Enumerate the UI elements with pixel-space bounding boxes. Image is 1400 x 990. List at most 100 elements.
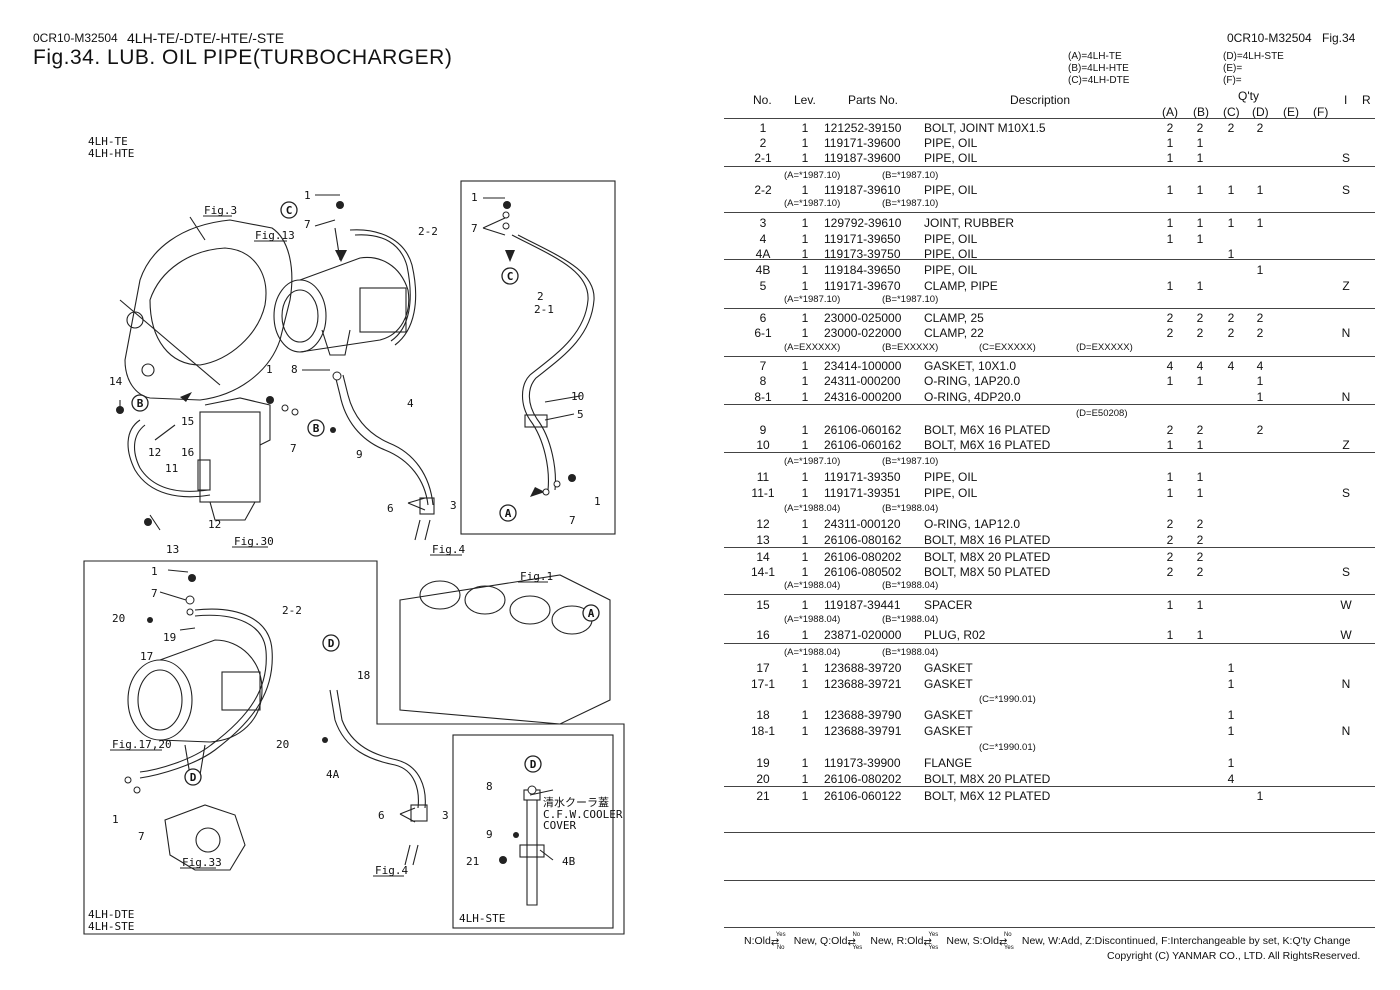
part-number-index: 14 xyxy=(756,550,770,564)
qty-c: 1 xyxy=(1227,677,1235,691)
callout-2: 2 xyxy=(537,290,544,303)
part-code: 119187-39600 xyxy=(824,151,901,165)
model-label: 4LH-STE xyxy=(459,912,505,925)
callout-1: 1 xyxy=(594,495,601,508)
callout-1: 1 xyxy=(112,813,119,826)
qty-a: 2 xyxy=(1166,121,1174,135)
qty-a: 2 xyxy=(1166,550,1174,564)
part-level: 1 xyxy=(801,136,809,150)
qty-b: 1 xyxy=(1196,486,1204,500)
table-rule xyxy=(724,452,1375,453)
part-number-index: 2-2 xyxy=(754,183,772,197)
table-rule xyxy=(724,786,1375,787)
col-i: I xyxy=(1344,93,1348,107)
col-qty-d: (D) xyxy=(1252,105,1269,119)
part-number-index: 4A xyxy=(755,247,771,261)
qty-b: 2 xyxy=(1196,326,1204,340)
detail-box-ste xyxy=(452,734,614,929)
interchange-code: S xyxy=(1341,183,1350,197)
model-key-c: (C)=4LH-DTE xyxy=(1068,75,1130,86)
applicability-note: (A=*1988.04) xyxy=(784,580,841,591)
qty-a: 1 xyxy=(1166,628,1174,642)
qty-b: 1 xyxy=(1196,598,1204,612)
detail-box-dte xyxy=(83,560,625,935)
part-number-index: 8-1 xyxy=(754,390,772,404)
qty-b: 1 xyxy=(1196,232,1204,246)
callout-2-2: 2-2 xyxy=(282,604,302,617)
part-code: 23871-020000 xyxy=(824,628,902,642)
qty-a: 1 xyxy=(1166,183,1174,197)
col-qty-b: (B) xyxy=(1193,105,1209,119)
col-qty-a: (A) xyxy=(1162,105,1178,119)
callout-8: 8 xyxy=(486,780,493,793)
part-code: 119171-39600 xyxy=(824,136,901,150)
left-models: 4LH-TE/-DTE/-HTE/-STE xyxy=(127,30,285,46)
applicability-note: (A=*1987.10) xyxy=(784,170,841,181)
legend-yes: Yes xyxy=(1003,945,1014,951)
qty-b: 2 xyxy=(1196,565,1204,579)
qty-c: 4 xyxy=(1227,772,1235,786)
part-level: 1 xyxy=(801,423,809,437)
qty-d: 1 xyxy=(1256,789,1264,803)
part-code: 119173-39750 xyxy=(824,247,901,261)
part-code: 24311-000120 xyxy=(824,517,901,531)
qty-b: 1 xyxy=(1196,470,1204,484)
applicability-note: (A=*1987.10) xyxy=(784,294,841,305)
model-key-f: (F)= xyxy=(1223,75,1242,86)
qty-c: 1 xyxy=(1227,724,1235,738)
part-description: PIPE, OIL xyxy=(924,136,978,150)
circle-letter-d: D xyxy=(190,771,197,784)
callout-7: 7 xyxy=(304,218,311,231)
callout-3: 3 xyxy=(442,809,449,822)
qty-c: 4 xyxy=(1227,359,1235,373)
part-description: PIPE, OIL xyxy=(924,247,978,261)
exploded-parts-diagram: C C B B A A D D D 4LH-TE 4LH-HTE 4LH-DTE… xyxy=(83,135,625,935)
part-level: 1 xyxy=(801,390,809,404)
qty-b: 4 xyxy=(1196,359,1204,373)
part-code: 24311-000200 xyxy=(824,374,901,388)
part-description: CLAMP, 22 xyxy=(924,326,984,340)
qty-a: 1 xyxy=(1166,470,1174,484)
qty-a: 2 xyxy=(1166,565,1174,579)
circle-letter-a: A xyxy=(505,507,512,520)
part-code: 123688-39720 xyxy=(824,661,902,675)
part-number-index: 15 xyxy=(756,598,770,612)
circle-letter-b: B xyxy=(313,422,320,435)
part-number-index: 4 xyxy=(759,232,767,246)
applicability-note: (B=*1987.10) xyxy=(882,170,939,181)
part-description: GASKET xyxy=(924,724,973,738)
detail-box-a xyxy=(460,180,616,535)
part-level: 1 xyxy=(801,598,809,612)
qty-a: 1 xyxy=(1166,279,1174,293)
part-level: 1 xyxy=(801,374,809,388)
table-rule xyxy=(724,594,1375,595)
part-number-index: 7 xyxy=(759,359,767,373)
part-description: FLANGE xyxy=(924,756,973,770)
part-description: CLAMP, PIPE xyxy=(924,279,998,293)
callout-20: 20 xyxy=(276,738,289,751)
col-lev: Lev. xyxy=(794,93,816,107)
callout-20: 20 xyxy=(112,612,125,625)
qty-a: 1 xyxy=(1166,136,1174,150)
callout-19: 19 xyxy=(163,631,176,644)
callout-7: 7 xyxy=(151,587,158,600)
part-number-index: 2-1 xyxy=(754,151,772,165)
table-rule xyxy=(724,308,1375,309)
circle-letter-d: D xyxy=(328,637,335,650)
circle-letter-c: C xyxy=(507,270,514,283)
part-level: 1 xyxy=(801,661,809,675)
model-label: 4LH-HTE xyxy=(88,147,134,160)
callout-21: 21 xyxy=(466,855,479,868)
part-description: O-RING, 1AP12.0 xyxy=(924,517,1021,531)
part-description: PIPE, OIL xyxy=(924,232,978,246)
qty-a: 1 xyxy=(1166,151,1174,165)
